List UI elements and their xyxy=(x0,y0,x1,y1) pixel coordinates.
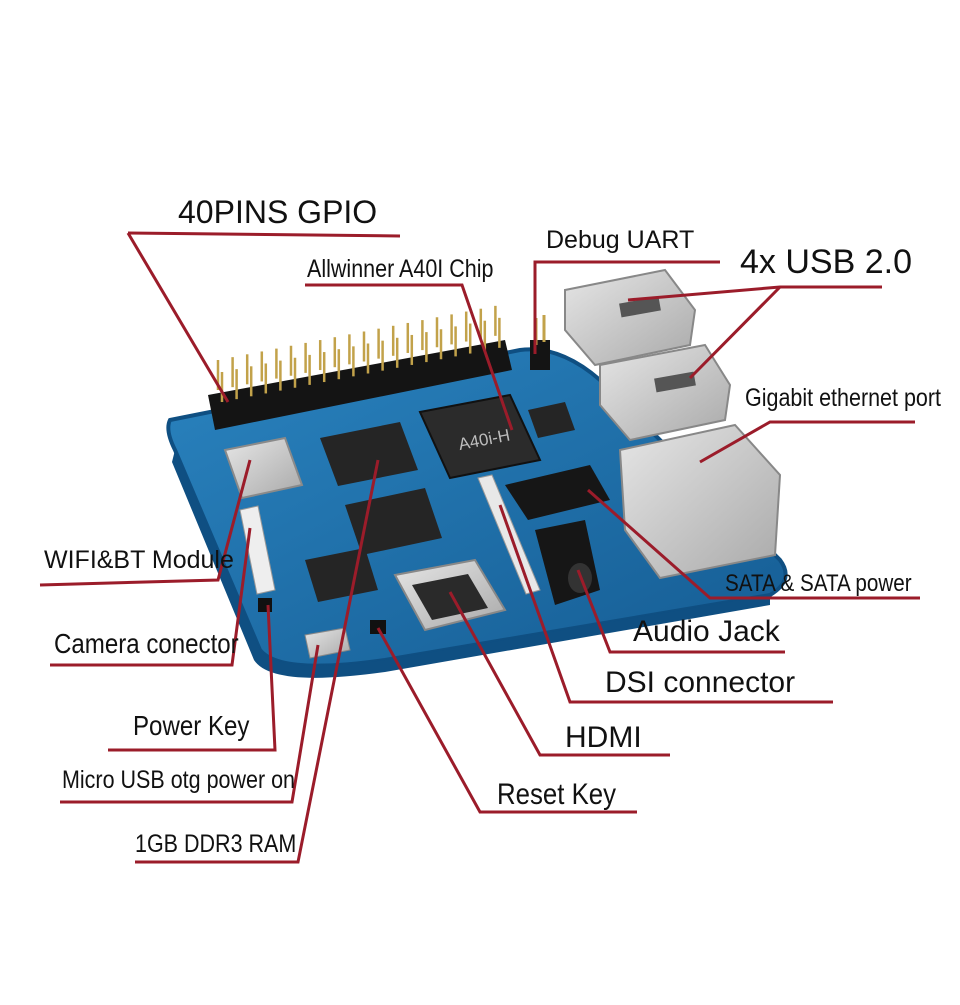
label-power-key: Power Key xyxy=(133,712,249,740)
power-key xyxy=(258,598,272,612)
label-dsi-connector: DSI connector xyxy=(605,668,795,698)
label-sata: SATA & SATA power xyxy=(725,572,912,596)
label-gigabit-ethernet: Gigabit ethernet port xyxy=(745,386,941,411)
ethernet-port xyxy=(620,425,780,578)
label-reset-key: Reset Key xyxy=(497,780,616,810)
label-debug-uart: Debug UART xyxy=(546,228,694,253)
label-camera-connector: Camera conector xyxy=(54,630,239,658)
label-micro-usb: Micro USB otg power on xyxy=(62,768,295,793)
label-audio-jack: Audio Jack xyxy=(633,617,780,647)
label-allwinner-chip: Allwinner A40I Chip xyxy=(307,257,493,282)
label-hdmi: HDMI xyxy=(565,723,642,753)
label-40pins-gpio: 40PINS GPIO xyxy=(178,196,377,228)
label-ram: 1GB DDR3 RAM xyxy=(135,832,296,857)
label-usb: 4x USB 2.0 xyxy=(740,245,912,279)
label-wifi-bt: WIFI&BT Module xyxy=(44,548,234,573)
debug-uart-pins xyxy=(530,315,550,370)
reset-key xyxy=(370,620,386,634)
leader-usb-2 xyxy=(690,287,780,378)
leader-gpio-arrow xyxy=(128,233,228,402)
leader-gpio xyxy=(128,233,400,236)
